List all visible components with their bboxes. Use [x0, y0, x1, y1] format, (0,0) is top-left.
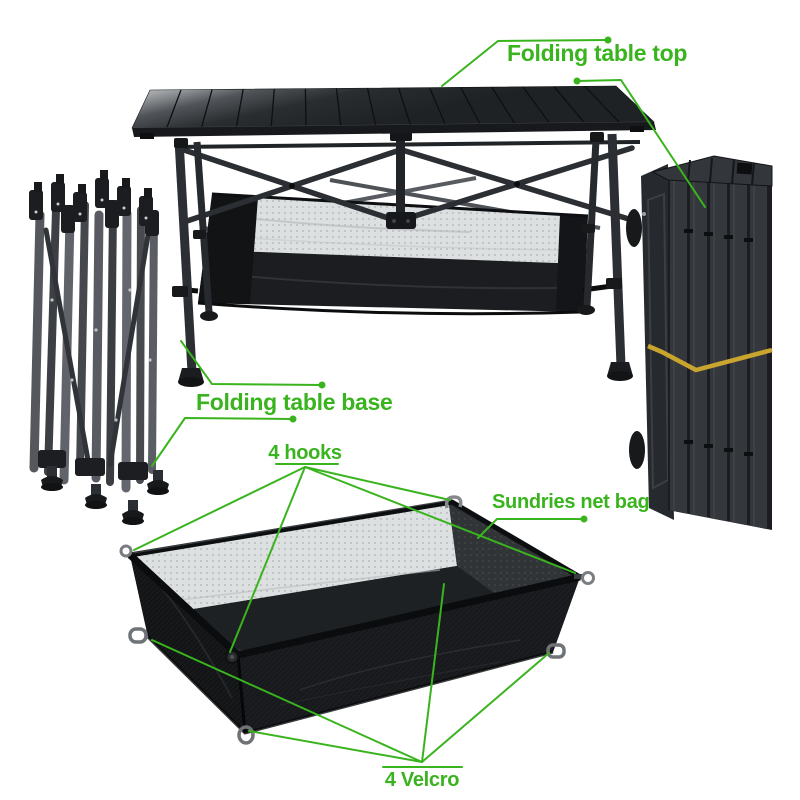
table-top-slats — [131, 85, 656, 139]
annotation-lines — [133, 39, 706, 768]
folded-table-top — [626, 155, 773, 530]
leader-table-base-assembled — [180, 340, 323, 386]
leader-table-top-assembled — [441, 39, 609, 87]
sundries-net-bag — [119, 495, 595, 745]
leader-table-base-folded — [151, 417, 294, 467]
folded-table-base — [29, 170, 169, 525]
label-4-hooks: 4 hooks — [268, 442, 342, 464]
leader-table-top-folded — [576, 79, 706, 208]
corner-hooks — [119, 495, 595, 664]
assembled-table — [131, 85, 656, 387]
annotation-dots — [289, 36, 612, 523]
velcro-tabs — [128, 627, 566, 745]
label-sundries-net-bag: Sundries net bag — [492, 491, 650, 513]
label-folding-table-base: Folding table base — [196, 389, 393, 415]
under-table-mesh-bag — [175, 192, 613, 316]
base-feet — [41, 466, 169, 525]
label-folding-table-top: Folding table top — [507, 40, 688, 66]
table-legs — [172, 132, 633, 387]
leader-net-bag — [477, 518, 585, 539]
label-4-velcro: 4 Velcro — [384, 769, 460, 791]
base-clamps — [29, 170, 159, 236]
strap — [647, 343, 773, 373]
